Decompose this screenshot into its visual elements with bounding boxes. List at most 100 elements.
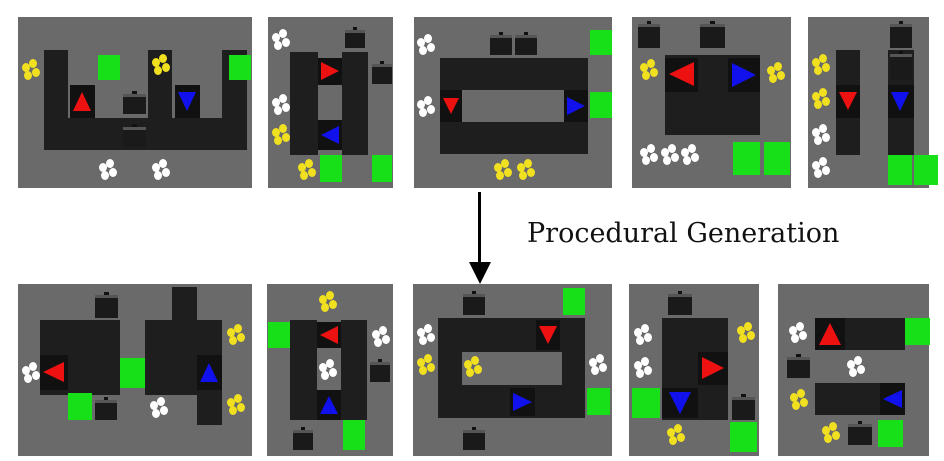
triangle-icon — [513, 392, 532, 411]
onion-icon — [519, 171, 527, 180]
plate-icon — [272, 33, 280, 42]
onion-icon — [162, 63, 170, 72]
plate-icon — [157, 397, 165, 406]
counter — [438, 318, 585, 352]
onion-icon — [227, 328, 235, 337]
plate-stack-icon — [787, 318, 812, 345]
blue-agent-icon — [318, 120, 342, 150]
pot-icon — [370, 359, 390, 382]
serving-station — [563, 288, 585, 315]
onion-icon — [832, 431, 840, 440]
onion-icon — [424, 354, 432, 363]
counter — [440, 58, 588, 90]
onion-icon — [419, 366, 427, 375]
plate-icon — [660, 148, 669, 157]
pot-icon — [293, 427, 313, 450]
onion-pile-icon — [20, 55, 42, 80]
plate-icon — [667, 144, 676, 153]
triangle-icon — [319, 325, 338, 344]
onion-icon — [229, 336, 237, 345]
triangle-icon — [566, 96, 585, 115]
arrow-down-icon — [469, 262, 491, 284]
triangle-icon — [818, 322, 841, 345]
counter — [148, 118, 247, 150]
plate-icon — [319, 363, 327, 372]
plate-icon — [159, 159, 167, 168]
onion-icon — [496, 171, 504, 180]
onion-icon — [159, 54, 167, 63]
red-agent-icon — [70, 85, 95, 118]
triangle-icon — [701, 357, 724, 380]
onion-icon — [822, 426, 830, 435]
red-agent-icon — [698, 352, 728, 385]
onion-icon — [501, 159, 509, 168]
pot-icon — [345, 27, 365, 48]
serving-station — [68, 393, 92, 420]
plate-icon — [417, 328, 425, 337]
onion-icon — [279, 124, 287, 133]
onion-pile-icon — [415, 350, 437, 385]
onion-icon — [494, 163, 502, 172]
plate-stack-icon — [270, 90, 292, 115]
plate-icon — [814, 168, 822, 178]
onion-icon — [774, 62, 782, 71]
plate-icon — [321, 371, 329, 380]
pot-icon — [372, 61, 392, 84]
onion-icon — [234, 324, 242, 333]
plate-icon — [162, 168, 170, 177]
plate-icon — [849, 368, 857, 377]
plate-icon — [22, 366, 30, 375]
pot-icon — [95, 292, 118, 318]
plate-icon — [812, 160, 820, 170]
pot-icon — [787, 354, 810, 378]
red-agent-icon — [40, 355, 68, 390]
plate-icon — [109, 168, 117, 177]
plate-icon — [822, 133, 830, 142]
blue-agent-icon — [564, 90, 588, 122]
onion-icon — [800, 398, 808, 407]
onion-icon — [427, 363, 435, 372]
serving-station — [888, 155, 912, 185]
onion-icon — [747, 331, 755, 340]
blue-agent-icon — [662, 388, 698, 418]
onion-icon — [667, 428, 675, 437]
plate-icon — [683, 156, 692, 165]
onion-icon — [300, 171, 308, 180]
plate-icon — [641, 324, 649, 333]
blue-agent-icon — [175, 85, 200, 118]
pot-icon — [668, 291, 692, 315]
onion-icon — [417, 358, 425, 367]
plate-icon — [372, 330, 380, 339]
plate-icon — [419, 46, 427, 55]
onion-icon — [674, 424, 682, 433]
onion-icon — [282, 133, 290, 142]
blue-agent-icon — [728, 58, 760, 92]
onion-icon — [234, 394, 242, 403]
plate-icon — [282, 103, 290, 112]
counter — [290, 320, 317, 420]
counter — [342, 52, 368, 155]
plate-icon — [424, 34, 432, 43]
triangle-icon — [178, 92, 196, 111]
onion-icon — [272, 128, 280, 137]
onion-pile-icon — [492, 155, 538, 185]
plate-icon — [641, 356, 649, 366]
plate-icon — [644, 365, 652, 375]
onion-icon — [237, 333, 245, 342]
onion-icon — [504, 168, 512, 177]
onion-icon — [308, 168, 316, 177]
pot-icon — [890, 51, 912, 80]
triangle-icon — [668, 391, 691, 414]
onion-icon — [154, 66, 162, 75]
plate-icon — [326, 359, 334, 368]
onion-icon — [305, 159, 313, 168]
plate-stack-icon — [415, 30, 438, 55]
onion-icon — [229, 406, 237, 415]
red-agent-icon — [318, 58, 342, 85]
onion-icon — [650, 68, 658, 77]
plate-icon — [789, 326, 797, 335]
onion-icon — [24, 71, 32, 80]
serving-station — [587, 388, 610, 415]
serving-station — [733, 142, 760, 175]
